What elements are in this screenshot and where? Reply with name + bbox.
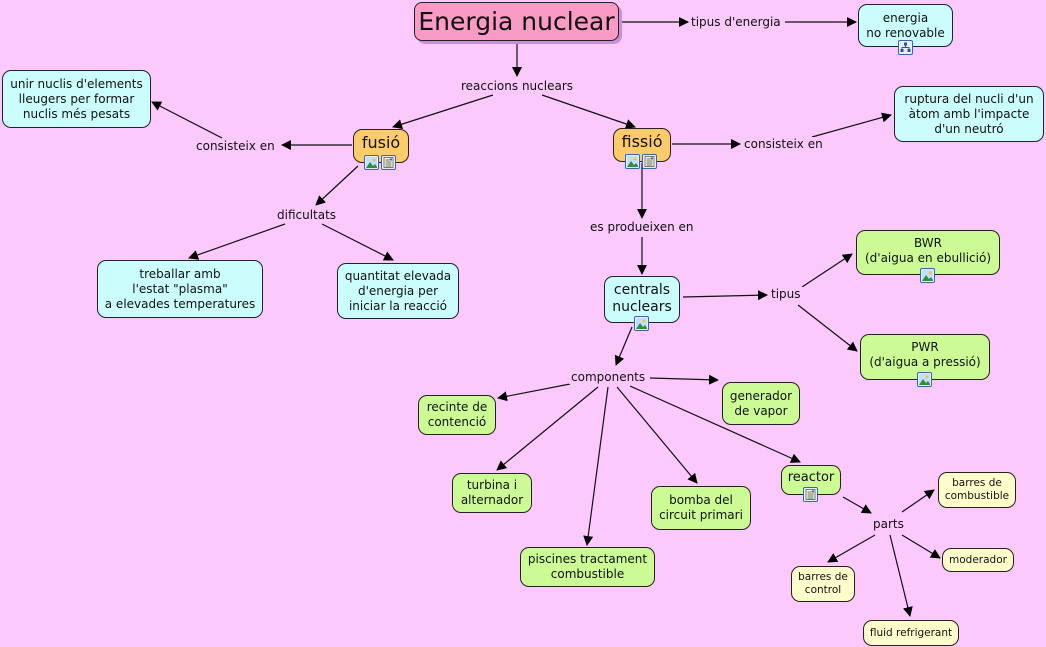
title-node[interactable]: Energia nuclear (414, 2, 619, 41)
node-text: PWR (d'aigua a pressió) (869, 340, 981, 369)
node-bomba-circuit-primari[interactable]: bomba del circuit primari (651, 486, 751, 530)
node-text: barres de combustible (944, 477, 1010, 502)
link-label-dificultats: dificultats (275, 208, 339, 222)
node-text: ruptura del nucli d'un àtom amb l'impact… (904, 91, 1034, 136)
node-fluid-refrigerant[interactable]: fluid refrigerant (863, 620, 959, 646)
node-text: fissió (621, 132, 663, 151)
node-centrals-nuclears[interactable]: centrals nuclears (604, 276, 680, 323)
node-text: BWR (d'aigua en ebullició) (864, 236, 992, 265)
node-turbina-alternador[interactable]: turbina i alternador (452, 473, 532, 513)
node-generador-vapor[interactable]: generador de vapor (722, 382, 800, 425)
node-barres-control[interactable]: barres de control (791, 566, 855, 602)
node-text: piscines tractament combustible (527, 552, 648, 581)
node-text: energia no renovable (866, 10, 945, 40)
node-text: moderador (949, 553, 1007, 566)
node-unir-nuclis[interactable]: unir nuclis d'elements lleugers per form… (2, 70, 151, 128)
document-icon[interactable] (381, 155, 396, 170)
node-text: reactor (787, 470, 835, 485)
node-piscines-tractament[interactable]: piscines tractament combustible (520, 547, 655, 587)
node-text: bomba del circuit primari (659, 493, 743, 522)
node-ruptura[interactable]: ruptura del nucli d'un àtom amb l'impact… (894, 86, 1044, 142)
image-icon[interactable] (634, 316, 649, 331)
node-text: quantitat elevada d'energia per iniciar … (344, 268, 452, 313)
node-quantitat-elevada[interactable]: quantitat elevada d'energia per iniciar … (337, 263, 459, 319)
title-text: Energia nuclear (418, 7, 615, 36)
link-label-es-produeixen: es produeixen en (588, 220, 696, 234)
link-label-consisteix-fissio: consisteix en (742, 137, 825, 151)
node-barres-combustible[interactable]: barres de combustible (938, 472, 1016, 508)
node-text: turbina i alternador (460, 478, 524, 507)
node-text: generador de vapor (729, 388, 793, 418)
link-label-tipus: tipus (769, 287, 803, 301)
node-text: recinte de contenció (426, 400, 488, 429)
node-treballar-plasma[interactable]: treballar amb l'estat "plasma" a elevade… (97, 260, 263, 318)
image-icon[interactable] (917, 372, 932, 387)
node-text: treballar amb l'estat "plasma" a elevade… (104, 266, 256, 311)
node-text: unir nuclis d'elements lleugers per form… (10, 76, 143, 121)
link-label-tipus-energia: tipus d'energia (689, 15, 783, 29)
image-icon[interactable] (920, 268, 935, 283)
node-bwr[interactable]: BWR (d'aigua en ebullició) (856, 230, 1000, 275)
link-label-consisteix-fusio: consisteix en (194, 139, 277, 153)
image-icon[interactable] (625, 154, 640, 169)
node-text: barres de control (798, 571, 848, 596)
node-text: fluid refrigerant (869, 626, 953, 639)
image-icon[interactable] (364, 155, 379, 170)
link-label-components: components (569, 370, 648, 384)
node-moderador[interactable]: moderador (942, 548, 1014, 572)
concept-map-icon[interactable] (898, 40, 913, 55)
link-label-reaccions-nuclears: reaccions nuclears (459, 79, 576, 93)
node-text: centrals nuclears (612, 282, 672, 315)
node-text: fusió (361, 133, 401, 152)
node-recinte-contencio[interactable]: recinte de contenció (418, 395, 496, 435)
node-energia-no-renovable[interactable]: energia no renovable (858, 4, 953, 47)
document-icon[interactable] (642, 154, 657, 169)
link-label-parts: parts (871, 517, 906, 531)
document-icon[interactable] (803, 487, 818, 502)
